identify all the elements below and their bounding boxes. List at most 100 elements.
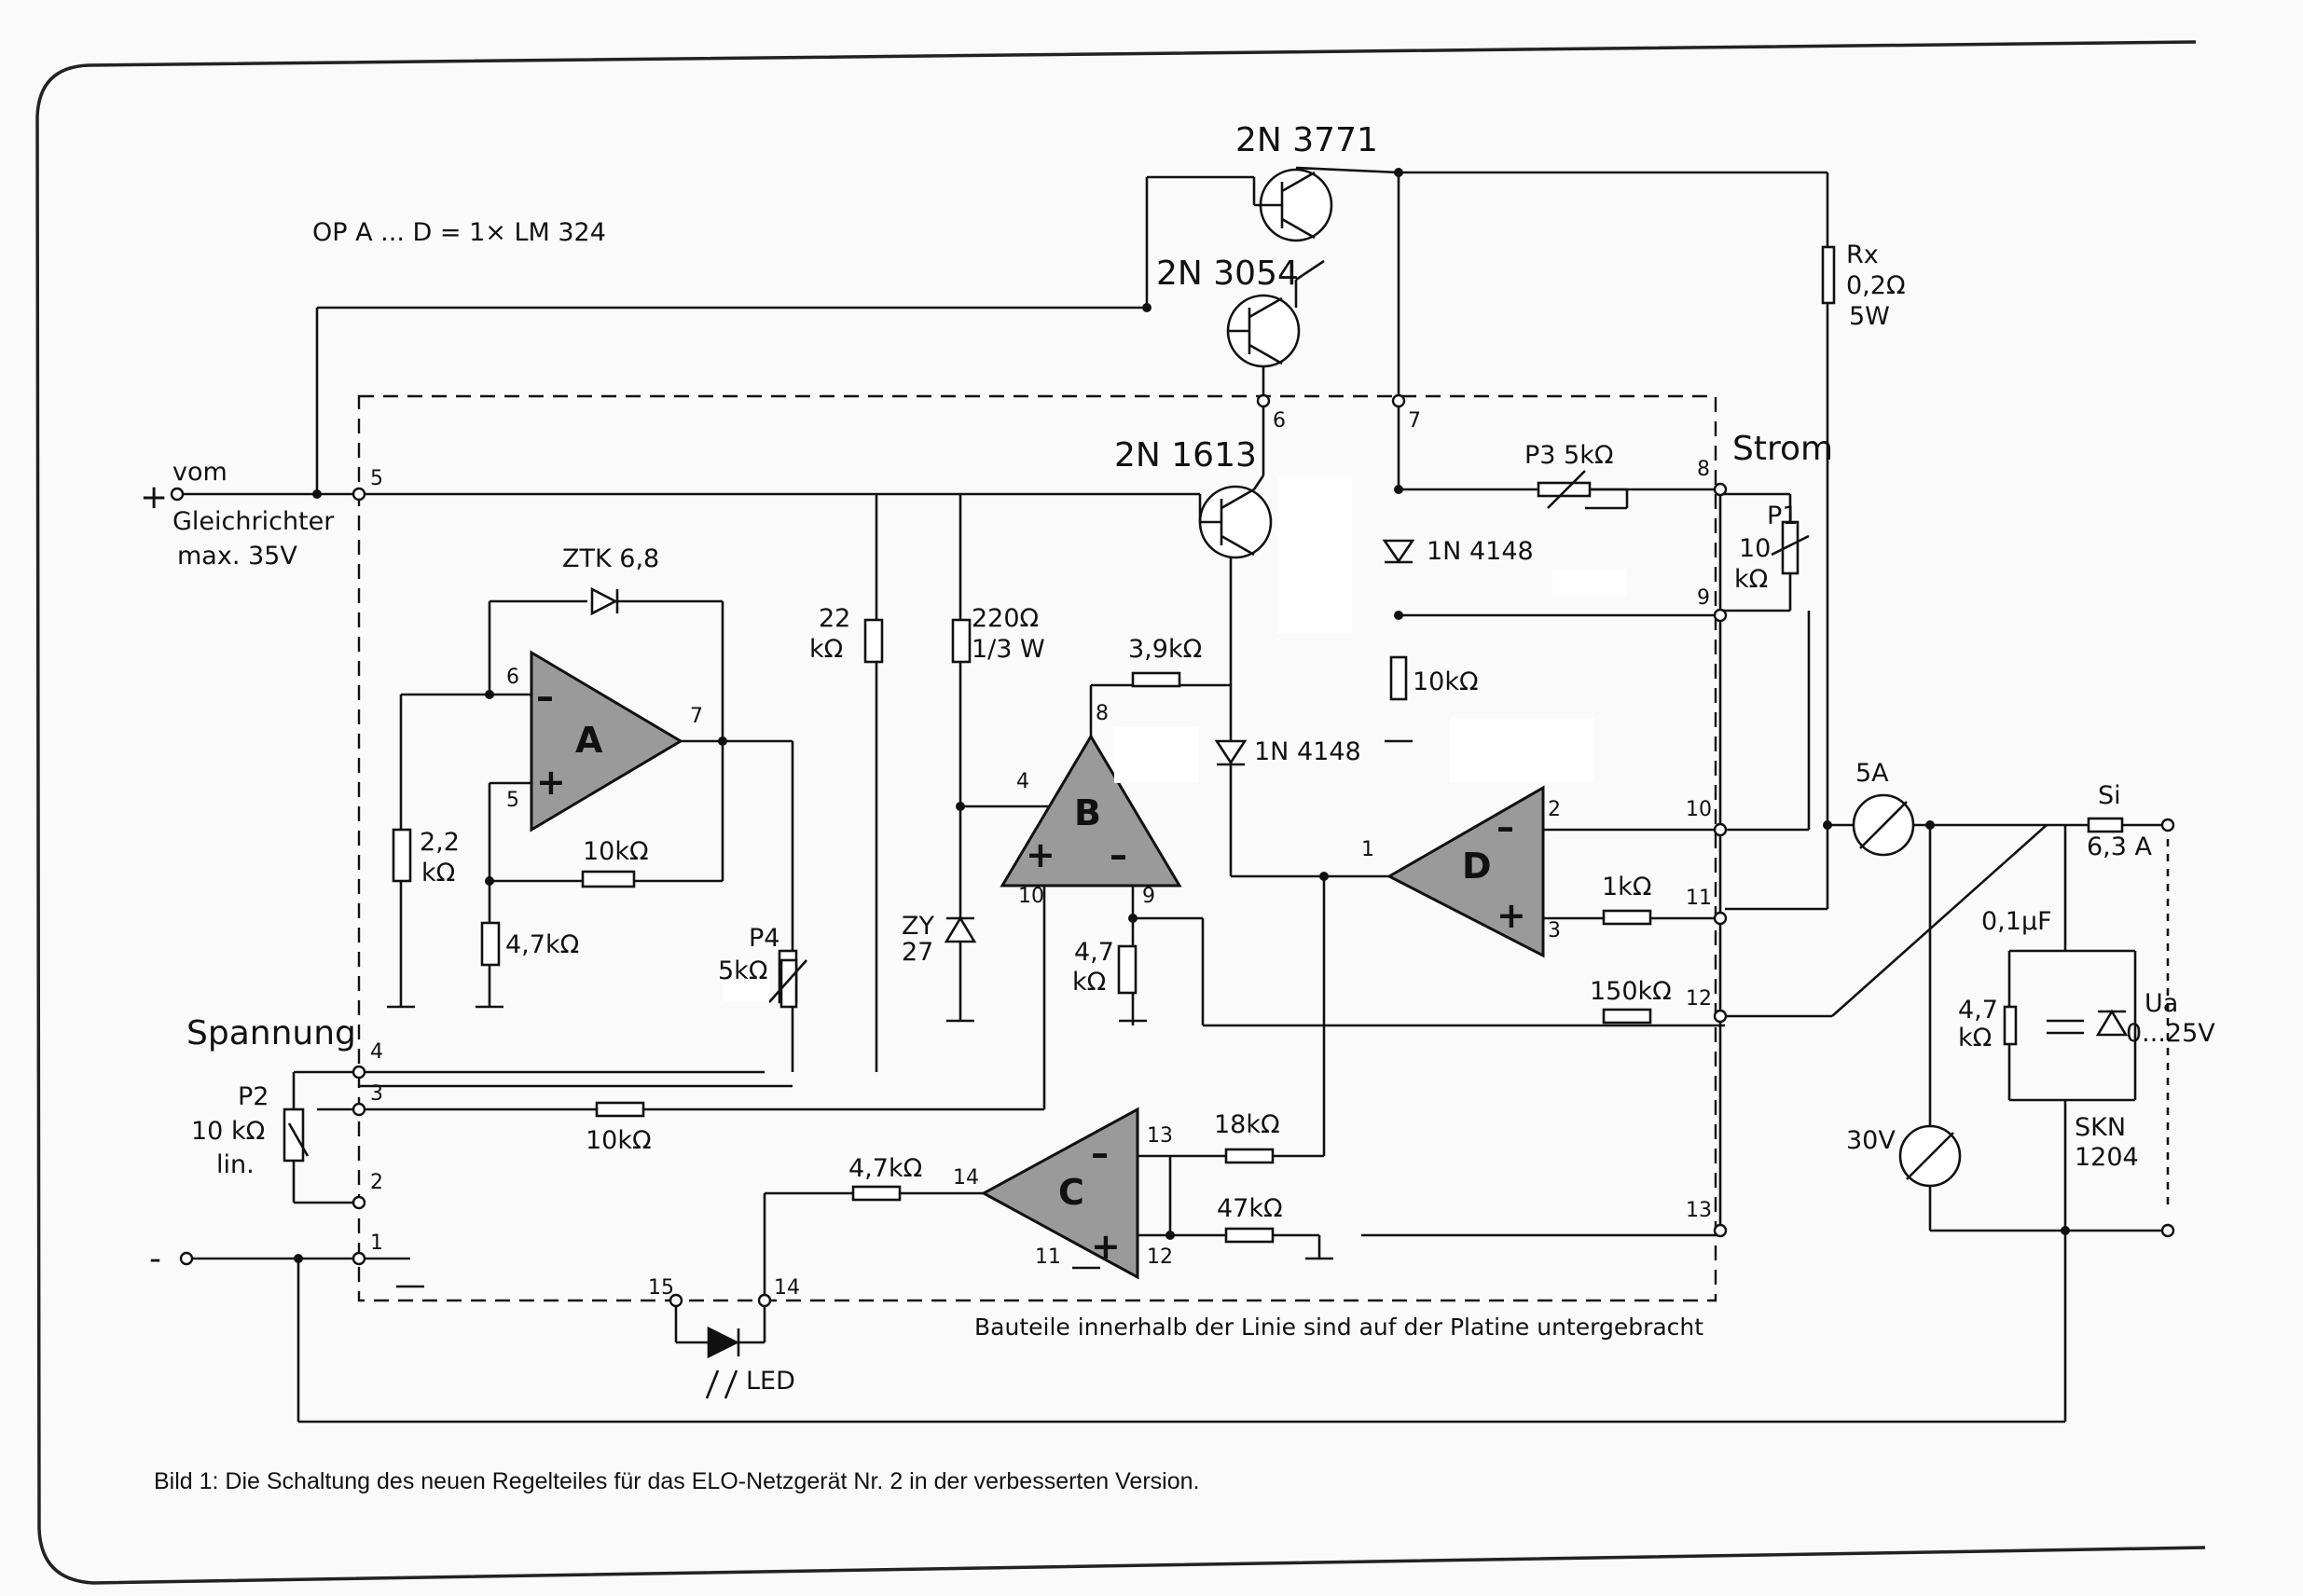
input-minus-terminal [179, 1251, 194, 1266]
potentiometer-p4 [359, 958, 807, 1074]
strom-label: Strom [1732, 430, 1833, 468]
led-label: LED [746, 1367, 795, 1396]
opamp-a [530, 650, 683, 832]
resistors [392, 245, 1836, 1244]
r18k-label: 18kΩ [1214, 1110, 1280, 1139]
ua-name: Ua [2144, 989, 2178, 1018]
zener-ztk-label: ZTK 6,8 [562, 544, 659, 573]
pin-5: 5 [370, 467, 383, 490]
opamp-a-minus: – [536, 676, 554, 717]
pot-p4-name: P4 [749, 924, 779, 953]
pin-2: 2 [370, 1171, 383, 1194]
input-plus-terminal [170, 487, 185, 502]
opamp-c-pin-gnd: 11 [1035, 1245, 1061, 1269]
pin-1: 1 [370, 1231, 383, 1255]
pot-p2-value: 10 kΩ [191, 1117, 265, 1146]
output-wiring [1725, 823, 2163, 1232]
ground-symbols [387, 739, 1413, 1288]
transistor-t3-label: 2N 1613 [1114, 436, 1257, 475]
opamp-b-label: B [1074, 792, 1101, 833]
opamp-c-plus: + [1091, 1226, 1121, 1267]
junction-nodes [294, 168, 2070, 1263]
opamp-b-pin-inv: 9 [1142, 885, 1155, 908]
fuse-value: 6,3 A [2087, 832, 2153, 861]
r2k2-unit: kΩ [421, 859, 455, 887]
input-minus-sign: - [149, 1240, 161, 1278]
r10k-a-label: 10kΩ [583, 837, 649, 866]
board-pin-terminals [352, 393, 1728, 1308]
opamp-pin-numbers: 6 5 7 4 8 10 9 14 13 12 11 1 2 3 [506, 666, 1561, 1269]
opamp-a-pin-noninv: 5 [506, 789, 519, 812]
opamp-b-plus: + [1026, 834, 1055, 875]
potentiometer-p1 [1720, 492, 1810, 612]
output-minus-terminal [2160, 1223, 2175, 1238]
r4k7-b-value: 4,7 [1074, 938, 1114, 967]
pin-6: 6 [1273, 409, 1286, 433]
r22k-unit: kΩ [809, 635, 843, 664]
voltmeter-label: 30V [1846, 1126, 1896, 1155]
r1k-label: 1kΩ [1602, 873, 1651, 901]
opamp-b-pin-4: 4 [1016, 770, 1029, 793]
pot-p1-name: P1 [1767, 502, 1798, 530]
r4k7-out-unit: kΩ [1958, 1024, 1992, 1053]
rx-power: 5W [1849, 302, 1890, 331]
diode-d2-label: 1N 4148 [1254, 737, 1361, 766]
opamp-d-minus: – [1496, 806, 1514, 847]
r22k-value: 22 [819, 604, 850, 633]
r4k7-b-unit: kΩ [1072, 968, 1106, 997]
r4k7-a-label: 4,7kΩ [505, 930, 579, 959]
whiteout-patches [723, 475, 1627, 1002]
r10k-p2-label: 10kΩ [586, 1126, 652, 1155]
pin-11: 11 [1686, 887, 1712, 910]
pin-8: 8 [1697, 458, 1710, 481]
r220-value: 220Ω [972, 604, 1039, 633]
positive-rail [182, 492, 1202, 522]
opamp-d [1386, 785, 1545, 958]
pot-p3-label: P3 5kΩ [1524, 441, 1614, 470]
opamp-b-minus: – [1110, 834, 1127, 875]
opamp-c-label: C [1058, 1172, 1084, 1213]
opamp-d-label: D [1462, 846, 1492, 887]
board-boundary [357, 394, 1717, 1302]
opamp-a-pin-out: 7 [690, 705, 703, 728]
opamp-c-wiring [359, 1084, 1720, 1300]
opamp-d-plus: + [1496, 895, 1526, 936]
page-frame [35, 40, 2206, 1585]
input-label-line2: Gleichrichter [172, 507, 335, 536]
r220-power: 1/3 W [972, 635, 1045, 664]
zener-zy-label-1: ZY [902, 912, 934, 941]
opamp-a-plus: + [536, 762, 566, 803]
pin-9: 9 [1697, 586, 1710, 610]
r2k2-value: 2,2 [420, 828, 460, 857]
pot-p2-name: P2 [238, 1082, 269, 1111]
r4k7-out-value: 4,7 [1958, 996, 1998, 1025]
opamp-d-pin-noninv: 3 [1548, 919, 1561, 942]
potentiometer-p2 [283, 1070, 359, 1204]
r47k-label: 47kΩ [1217, 1194, 1283, 1223]
opamp-c-pin-out: 14 [953, 1166, 979, 1190]
opamp-c-pin-noninv: 12 [1147, 1245, 1173, 1269]
output-plus-terminal [2160, 818, 2175, 832]
opamp-b-pin-noninv: 10 [1018, 885, 1044, 908]
pin-7: 7 [1408, 409, 1421, 433]
ua-range: 0...25V [2126, 1019, 2215, 1048]
pot-p1-unit: kΩ [1734, 565, 1768, 594]
input-plus-sign: + [140, 478, 168, 516]
pin-10: 10 [1686, 798, 1712, 821]
led-indicator [674, 1300, 766, 1399]
opamp-a-label: A [575, 720, 603, 761]
r10k-right-label: 10kΩ [1413, 667, 1479, 696]
board-pin-numbers: 5 6 7 8 9 10 11 12 13 4 3 2 1 15 14 [370, 409, 1712, 1300]
transistor-2n1613 [1198, 475, 1273, 671]
transistor-t2-label: 2N 3054 [1156, 255, 1299, 293]
transistor-t1-label: 2N 3771 [1235, 121, 1378, 159]
skn-name: SKN [2075, 1113, 2126, 1142]
ammeter-label: 5A [1855, 759, 1889, 788]
pin-13: 13 [1686, 1199, 1712, 1222]
opamp-c-pin-inv: 13 [1147, 1124, 1173, 1148]
pot-p4-value: 5kΩ [718, 956, 767, 985]
diode-d1-label: 1N 4148 [1427, 537, 1534, 566]
transistor-2n3771 [1252, 168, 1333, 242]
pin-15: 15 [648, 1276, 674, 1300]
